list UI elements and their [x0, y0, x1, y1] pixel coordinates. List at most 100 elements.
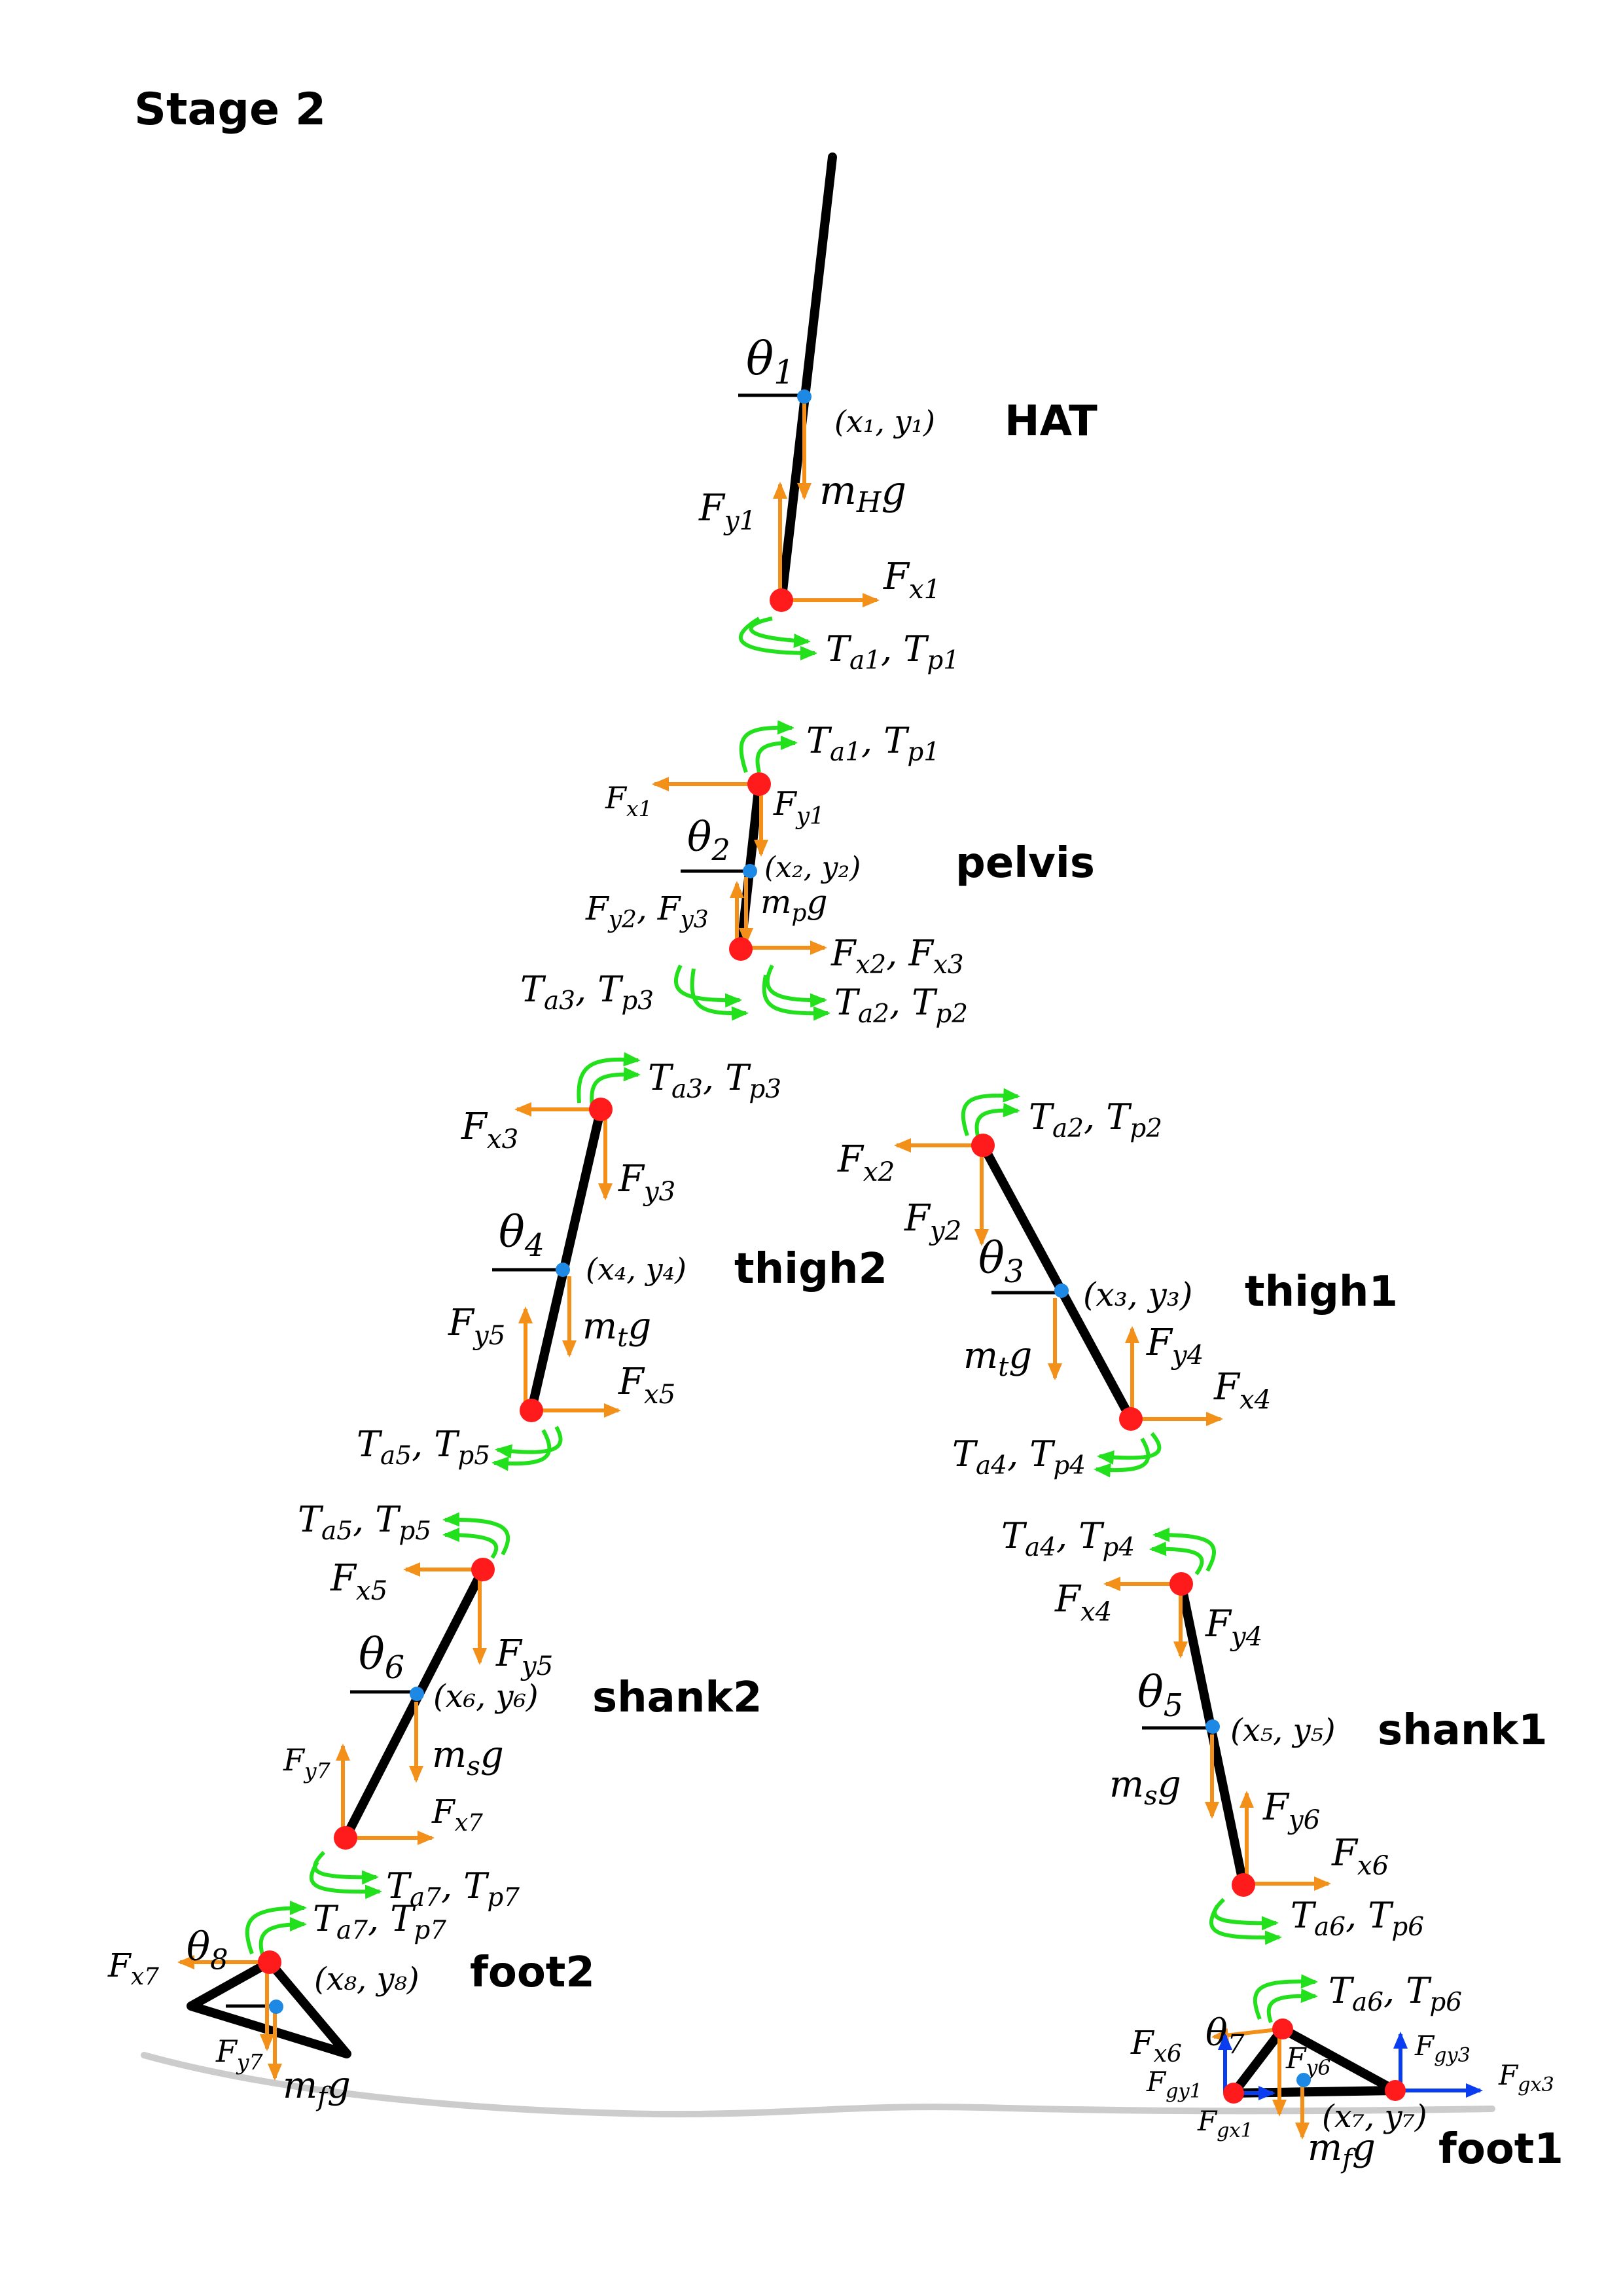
hat-label: HAT: [1005, 397, 1097, 446]
fy1-label-pelvis: Fy1: [773, 785, 825, 830]
thigh2-bottom-torque-arc-1: [495, 1426, 563, 1459]
theta3-label: θ3: [978, 1233, 1024, 1290]
thigh2-weight-label: mtg: [582, 1305, 651, 1353]
fx6-label-shank1: Fx6: [1331, 1832, 1389, 1881]
theta5-label: θ5: [1137, 1667, 1183, 1724]
fgx1-label: Fgx1: [1197, 2105, 1253, 2142]
pelvis-top-joint: [747, 772, 771, 796]
foot2-ankle-joint: [258, 1950, 281, 1974]
thigh2-segment-group: Ta3, Tp3 Fx3 Fy3 θ4 (x₄, y₄) thigh2 mtg …: [357, 1052, 887, 1471]
hat-torque-arc-1: [749, 617, 811, 648]
thigh1-label: thigh1: [1245, 1268, 1398, 1316]
pelvis-bottom-joint: [729, 937, 753, 961]
thigh1-segment-group: Ta2, Tp2 Fx2 Fy2 θ3 (x₃, y₃) thigh1 mtg …: [837, 1088, 1398, 1480]
shank2-bottom-torque-arc-1: [313, 1850, 379, 1885]
foot1-top-torque-arc-2: [1266, 1988, 1318, 2023]
theta4-label: θ4: [499, 1207, 544, 1264]
thigh2-bottom-torque-arc-2: [491, 1429, 552, 1471]
fy1-label-hat: Fy1: [698, 487, 756, 536]
shank1-top-joint: [1169, 1572, 1193, 1596]
thigh1-bottom-torque-arc-1: [1097, 1432, 1162, 1465]
shank2-com-coords: (x₆, y₆): [433, 1678, 539, 1715]
foot1-toe-contact: [1385, 2080, 1406, 2101]
fgy1-label: Fgy1: [1146, 2066, 1202, 2103]
pelvis-left-torque-arc-2: [690, 968, 749, 1021]
foot1-label: foot1: [1438, 2125, 1563, 2174]
pelvis-com-coords: (x₂, y₂): [764, 851, 861, 884]
shank2-top-torque-arc-2: [442, 1528, 499, 1559]
torque7-label-foot2: Ta7, Tp7: [313, 1898, 446, 1945]
theta8-label: θ8: [187, 1924, 228, 1977]
hat-com-coords: (x₁, y₁): [834, 404, 935, 439]
pelvis-top-torque-arc-2: [755, 736, 798, 773]
ground-line: [141, 2052, 1495, 2118]
fy7-label-foot2: Fy7: [215, 2034, 264, 2075]
torque6-label-shank1: Ta6, Tp6: [1291, 1895, 1424, 1942]
pelvis-segment-group: Ta1, Tp1 Fx1 Fy1 θ2 (x₂, y₂) pelvis Fy2,…: [520, 720, 1095, 1029]
torque3-label-pelvis: Ta3, Tp3: [520, 969, 654, 1016]
foot1-com-coords: (x₇, y₇): [1322, 2098, 1427, 2135]
fx2-fx3-label: Fx2, Fx3: [830, 933, 964, 980]
shank2-com-point: [410, 1687, 424, 1701]
shank2-top-joint: [471, 1558, 495, 1581]
foot1-com-point: [1296, 2073, 1311, 2087]
fy2-fy3-label: Fy2, Fy3: [585, 889, 709, 933]
pelvis-right-torque-arc-2: [762, 975, 830, 1021]
hat-segment: [777, 152, 837, 607]
thigh2-top-joint: [589, 1098, 613, 1121]
pelvis-top-torque-arc-1: [739, 720, 794, 773]
foot1-heel-contact: [1223, 2083, 1244, 2104]
pelvis-right-torque-arc-1: [765, 964, 827, 1008]
foot1-weight-label: mfg: [1308, 2126, 1376, 2174]
thigh1-com-point: [1054, 1283, 1069, 1298]
torque4-label-shank1: Ta4, Tp4: [1001, 1515, 1135, 1562]
shank2-bottom-torque-arc-2: [309, 1861, 382, 1899]
torque5-label-thigh2: Ta5, Tp5: [357, 1424, 490, 1471]
fx1-label-pelvis: Fx1: [605, 780, 652, 821]
thigh1-bottom-joint: [1119, 1407, 1143, 1431]
shank1-weight-label: msg: [1109, 1763, 1181, 1811]
thigh2-bottom-joint: [520, 1399, 543, 1422]
torque3-label-thigh2: Ta3, Tp3: [648, 1057, 781, 1104]
foot2-label: foot2: [470, 1948, 595, 1997]
shank1-label: shank1: [1378, 1706, 1548, 1755]
hat-torque-arc-2: [739, 617, 817, 660]
thigh2-top-torque-arc-2: [590, 1067, 641, 1107]
foot1-top-torque-arc-1: [1253, 1974, 1318, 2020]
hat-joint: [770, 588, 793, 612]
hat-segment-group: θ1 (x₁, y₁) HAT mHg Fy1 Fx1 Ta1, Tp1: [698, 152, 1097, 675]
fx2-label-thigh1: Fx2: [837, 1138, 895, 1187]
thigh1-weight-label: mtg: [963, 1335, 1032, 1382]
fy4-label-thigh1: Fy4: [1146, 1321, 1204, 1371]
fx5-label-thigh2: Fx5: [618, 1361, 675, 1410]
fy6-label-foot1: Fy6: [1285, 2042, 1331, 2080]
pelvis-com-point: [743, 864, 757, 878]
foot1-triangle: [1229, 2024, 1400, 2098]
foot2-top-torque-arc-2: [259, 1917, 307, 1958]
foot2-top-torque-arc-1: [245, 1901, 307, 1955]
shank2-bottom-joint: [334, 1826, 357, 1850]
fy2-label-thigh1: Fy2: [904, 1197, 961, 1246]
shank2-label: shank2: [592, 1674, 762, 1722]
fy7-label-shank2: Fy7: [283, 1742, 331, 1784]
foot2-com-point: [269, 2000, 283, 2014]
foot1-segment-group: Ta6, Tp6 Fx6 θ7 Fy6 Fgy1 Fgx1 Fgy3 Fgx3 …: [1130, 1970, 1563, 2174]
fy4-label-shank1: Fy4: [1205, 1603, 1262, 1652]
fy5-label-shank2: Fy5: [495, 1632, 553, 1681]
shank1-bottom-torque-arc-2: [1209, 1905, 1282, 1945]
shank1-bottom-torque-arc-1: [1213, 1897, 1279, 1931]
fx3-label: Fx3: [461, 1105, 518, 1155]
fx1-label-hat: Fx1: [883, 556, 940, 605]
thigh2-com-coords: (x₄, y₄): [586, 1251, 687, 1287]
shank1-segment-group: Ta4, Tp4 Fx4 Fy4 θ5 (x₅, y₅) shank1 msg …: [1001, 1515, 1548, 1945]
foot2-com-coords: (x₈, y₈): [314, 1961, 419, 1998]
shank2-weight-label: msg: [432, 1734, 504, 1782]
thigh2-com-point: [556, 1263, 570, 1277]
shank1-top-torque-arc-1: [1152, 1528, 1216, 1572]
fx4-label-shank1: Fx4: [1054, 1578, 1112, 1627]
theta6-label: θ6: [359, 1629, 404, 1686]
foot2-weight-label: mfg: [283, 2064, 351, 2112]
torque6-label-foot1: Ta6, Tp6: [1329, 1970, 1462, 2017]
thigh1-com-coords: (x₃, y₃): [1083, 1276, 1192, 1314]
